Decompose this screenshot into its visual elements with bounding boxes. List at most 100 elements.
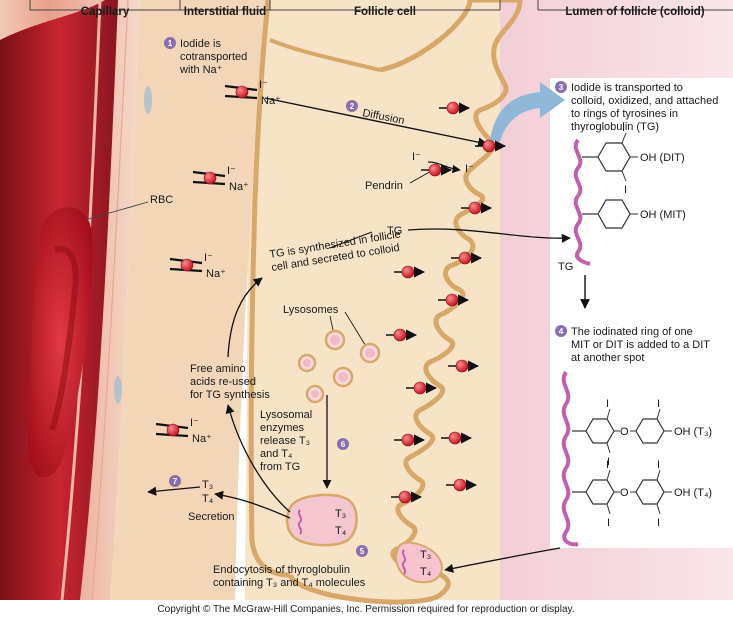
- symporter-iodide-label: I⁻: [204, 252, 213, 264]
- symporter-iodide-label: I⁻: [227, 165, 236, 177]
- lysosomes-label: Lysosomes: [283, 304, 339, 316]
- vesicle-t4: T₄: [420, 566, 432, 578]
- lysosome-leader-1: [329, 315, 334, 331]
- rbc-label: RBC: [150, 194, 173, 206]
- t3-iodine-3: I: [657, 398, 660, 410]
- t4-iodine-4: I: [657, 517, 660, 529]
- apical-pump: [386, 328, 418, 342]
- dit-iodine-top: I: [622, 122, 625, 134]
- t4-iodine-1: I: [606, 459, 609, 471]
- rbc-shading: [49, 246, 79, 431]
- endothelial-nucleus: [144, 86, 152, 114]
- pendrin-label: Pendrin: [365, 180, 403, 192]
- step-7-t3: T₃: [202, 479, 213, 491]
- t4-oxygen: O: [620, 487, 629, 499]
- copyright-text: Copyright © The McGraw-Hill Companies, I…: [157, 604, 574, 615]
- step-6-line-3: release T₃: [260, 435, 310, 447]
- header-capillary: Capillary: [81, 6, 130, 18]
- phago-t3: T₃: [335, 508, 346, 520]
- header-interstitial: Interstitial fluid: [184, 6, 266, 18]
- apical-pump: [475, 139, 507, 153]
- step-6-line-4: and T₄: [260, 448, 293, 460]
- t4-iodine-2: I: [607, 517, 610, 529]
- follicle-cell-body: [245, 0, 500, 600]
- secretion-arrow-2: [147, 486, 201, 496]
- endocytic-vesicle-lumen: T₃ T₄: [395, 541, 443, 584]
- phagolysosome: T₃ T₄: [285, 493, 358, 547]
- free-amino-line-1: Free amino: [190, 363, 246, 375]
- vesicle-t3: T₃: [420, 549, 431, 561]
- dit-molecule: I I OH (DIT): [582, 122, 685, 196]
- step-3-line-4: thyroglobulin (TG): [571, 121, 659, 133]
- apical-pump: [406, 381, 438, 395]
- step-4-number: 4: [559, 327, 564, 336]
- iodide-to-colloid-arrow: [490, 82, 565, 142]
- step-3-line-1: Iodide is transported to: [571, 82, 683, 94]
- t4-molecule: O I I I I OH (T₄): [572, 459, 712, 529]
- lysosome-group: [297, 329, 381, 404]
- apical-pump: [451, 251, 483, 265]
- step-2-badge: [346, 100, 358, 112]
- t4-label: OH (T₄): [674, 487, 712, 499]
- apical-pump: [394, 433, 426, 447]
- step-1-badge: [164, 37, 176, 49]
- step-5-line-2: containing T₃ and T₄ molecules: [213, 577, 366, 589]
- endothelial-nucleus: [114, 376, 122, 404]
- phago-t4: T₄: [335, 525, 347, 537]
- follicle-apical-membrane: [287, 0, 523, 605]
- step-4-line-2: MIT or DIT is added to a DIT: [571, 339, 710, 351]
- diffusion-arrow: [264, 97, 488, 148]
- tg-chain-2: [561, 370, 579, 547]
- step-3-line-3: to rings of tyrosines in: [571, 108, 678, 120]
- step-7-number: 7: [173, 477, 178, 486]
- step-7-badge: [169, 475, 181, 487]
- t3-oxygen: O: [620, 426, 629, 438]
- lysosome: [359, 342, 381, 364]
- t3-iodine-1: I: [606, 398, 609, 410]
- step-4-line-3: at another spot: [571, 352, 644, 364]
- pendrin-iodide-in: I⁻: [412, 151, 421, 163]
- apical-pump: [439, 101, 471, 115]
- capillary-basement-line: [91, 0, 129, 601]
- tg-chain: [573, 138, 591, 266]
- apical-pump: [421, 163, 453, 177]
- t3-iodine-2: I: [607, 456, 610, 468]
- step-1-line-1: Iodide is: [180, 38, 221, 50]
- symporter-sodium-label: Na⁺: [206, 268, 226, 280]
- t3-label: OH (T₃): [674, 426, 712, 438]
- apical-pump: [448, 359, 480, 373]
- interstitial-region: [110, 0, 265, 600]
- lysosome: [332, 366, 354, 388]
- step-3-line-2: colloid, oxidized, and attached: [571, 95, 718, 107]
- symporter-iodide-label: I⁻: [190, 417, 199, 429]
- endocytosis-arrow: [444, 547, 561, 573]
- rbc-leader: [84, 201, 149, 221]
- step-7-secretion: Secretion: [188, 511, 234, 523]
- secretion-arrow-1: [214, 490, 291, 519]
- symporter-sodium-label: Na⁺: [192, 433, 212, 445]
- symporter-sodium-label: Na⁺: [229, 181, 249, 193]
- amino-release-arrow: [225, 404, 291, 513]
- mit-label: OH (MIT): [640, 209, 686, 221]
- apical-pump: [438, 293, 470, 307]
- step-5-badge: [356, 545, 368, 557]
- lysosome: [297, 353, 317, 373]
- apical-pump: [441, 431, 473, 445]
- step-2-number: 2: [350, 102, 355, 111]
- step-4-line-1: The iodinated ring of one: [571, 326, 693, 338]
- t3-molecule: O I I I OH (T₃): [572, 398, 712, 468]
- header-lumen: Lumen of follicle (colloid): [565, 6, 704, 18]
- step-4-badge: [555, 325, 567, 337]
- step-6-line-2: enzymes: [260, 422, 305, 434]
- apical-pump: [461, 201, 493, 215]
- step-1-line-3: with Na⁺: [179, 64, 223, 76]
- tg-secretion-arrow: [407, 228, 571, 243]
- header-follicle-cell: Follicle cell: [354, 6, 416, 18]
- mit-molecule: OH (MIT): [582, 199, 686, 229]
- lysosome: [305, 384, 325, 404]
- follicle-basal-membrane: [248, 0, 291, 578]
- tg-leader-line: [329, 231, 373, 249]
- nai-symporter: I⁻ Na⁺: [169, 252, 226, 280]
